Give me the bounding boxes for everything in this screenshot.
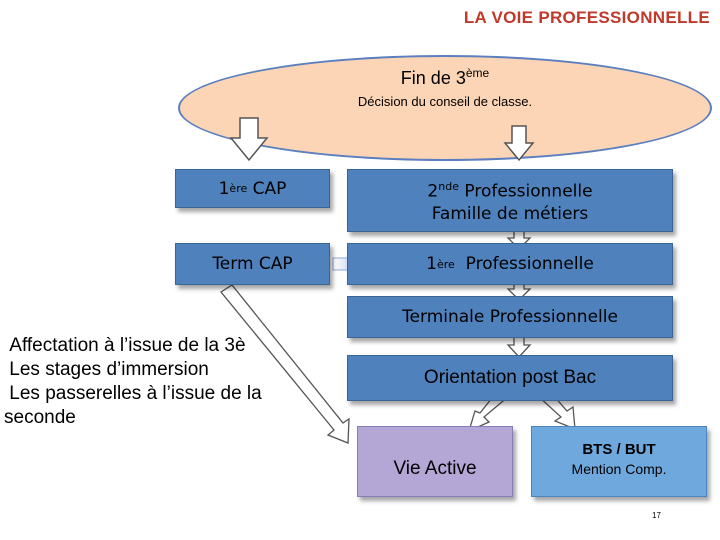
- ellipse-title: Fin de 3ème: [400, 66, 490, 88]
- note-stages: Les stages d’immersion: [4, 359, 209, 380]
- box-orientation-post-bac: Orientation post Bac: [347, 355, 673, 401]
- note-affectation: Affectation à l’issue de la 3è: [4, 335, 246, 356]
- box-bts-but: BTS / BUT Mention Comp.: [531, 426, 707, 497]
- note-passerelles: Les passerelles à l’issue de la seconde: [4, 383, 267, 428]
- top-ellipse-node: [178, 55, 712, 161]
- bts-title: BTS / BUT: [582, 441, 656, 458]
- arrow-down-left: [229, 117, 269, 162]
- page-number: 17: [652, 511, 661, 520]
- page-title: LA VOIE PROFESSIONNELLE: [463, 8, 710, 27]
- arrow-down-right: [503, 125, 535, 162]
- ellipse-subtitle: Décision du conseil de classe.: [357, 94, 533, 109]
- box-term-cap: Term CAP: [175, 243, 330, 285]
- bts-subtitle: Mention Comp.: [571, 461, 667, 477]
- box-vie-active: Vie Active: [357, 426, 513, 497]
- box-seconde-pro: 2nde Professionnelle Famille de métiers: [347, 169, 673, 232]
- left-notes: Affectation à l’issue de la 3è Les stage…: [4, 334, 274, 430]
- box-terminale-pro: Terminale Professionnelle: [347, 296, 673, 338]
- arrow-termcap-to-vie-active: [220, 284, 350, 444]
